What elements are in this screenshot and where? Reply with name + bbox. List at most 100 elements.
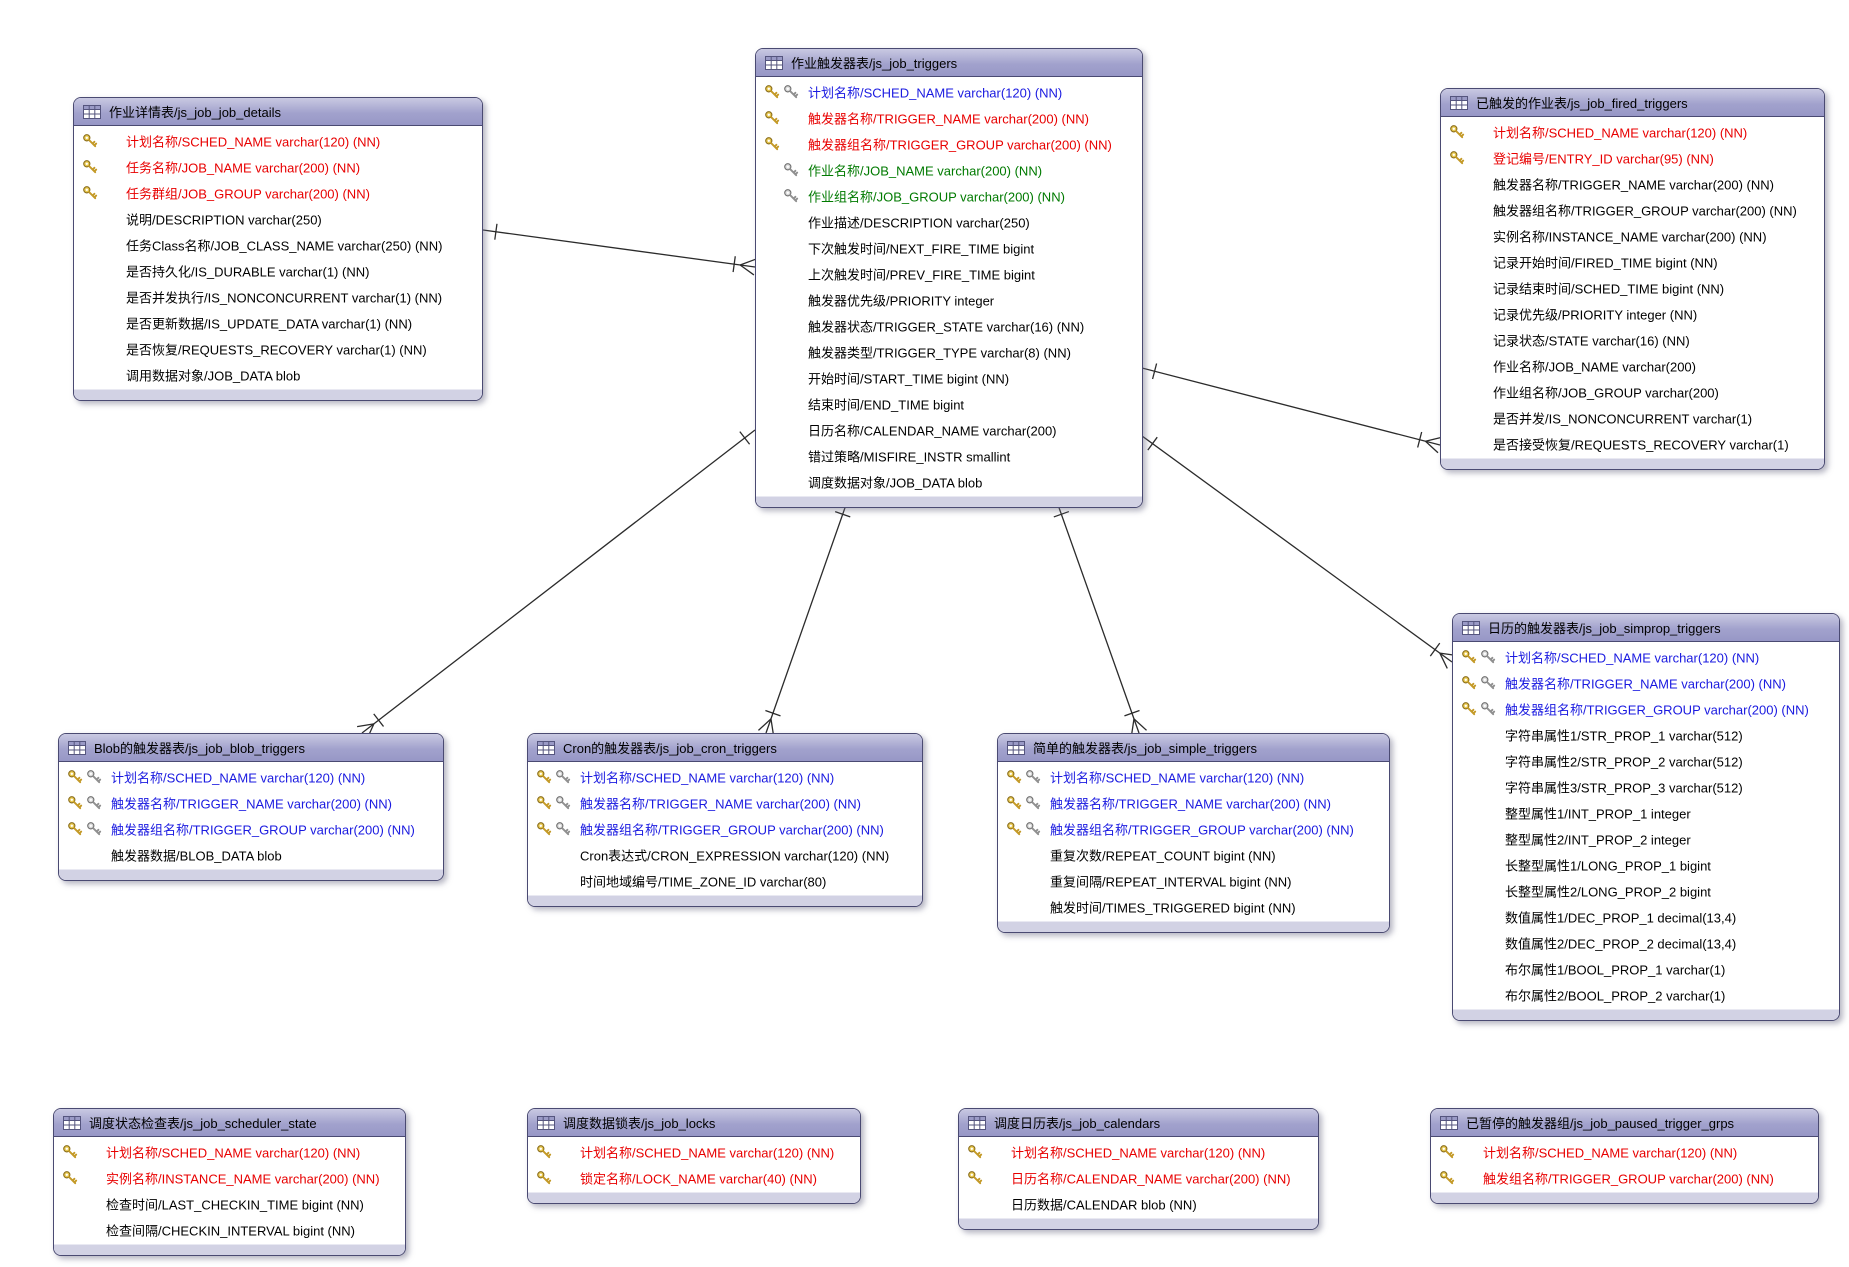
column-row[interactable]: 上次触发时间/PREV_FIRE_TIME bigint: [756, 261, 1142, 287]
column-row[interactable]: 日历名称/CALENDAR_NAME varchar(200) (NN): [959, 1165, 1318, 1191]
column-row[interactable]: 检查时间/LAST_CHECKIN_TIME bigint (NN): [54, 1191, 405, 1217]
column-row[interactable]: 计划名称/SCHED_NAME varchar(120) (NN): [54, 1139, 405, 1165]
column-row[interactable]: 触发器组名称/TRIGGER_GROUP varchar(200) (NN): [1453, 696, 1839, 722]
column-row[interactable]: 计划名称/SCHED_NAME varchar(120) (NN): [959, 1139, 1318, 1165]
column-row[interactable]: 触发器组名称/TRIGGER_GROUP varchar(200) (NN): [59, 816, 443, 842]
column-row[interactable]: 长整型属性2/LONG_PROP_2 bigint: [1453, 878, 1839, 904]
table-header[interactable]: 作业详情表/js_job_job_details: [74, 98, 482, 126]
column-row[interactable]: 触发器组名称/TRIGGER_GROUP varchar(200) (NN): [756, 131, 1142, 157]
column-row[interactable]: 整型属性1/INT_PROP_1 integer: [1453, 800, 1839, 826]
column-row[interactable]: 重复次数/REPEAT_COUNT bigint (NN): [998, 842, 1389, 868]
relationship-triggers-to-blob_triggers[interactable]: [357, 429, 756, 740]
column-row[interactable]: 字符串属性1/STR_PROP_1 varchar(512): [1453, 722, 1839, 748]
column-row[interactable]: 错过策略/MISFIRE_INSTR smallint: [756, 443, 1142, 469]
relationship-job_details-to-triggers[interactable]: [482, 223, 757, 276]
column-row[interactable]: 字符串属性2/STR_PROP_2 varchar(512): [1453, 748, 1839, 774]
column-row[interactable]: 触发器名称/TRIGGER_NAME varchar(200) (NN): [756, 105, 1142, 131]
relationship-triggers-to-cron_triggers[interactable]: [758, 501, 851, 736]
column-row[interactable]: Cron表达式/CRON_EXPRESSION varchar(120) (NN…: [528, 842, 922, 868]
table-header[interactable]: 作业触发器表/js_job_triggers: [756, 49, 1142, 77]
table-header[interactable]: 日历的触发器表/js_job_simprop_triggers: [1453, 614, 1839, 642]
column-row[interactable]: 触发时间/TIMES_TRIGGERED bigint (NN): [998, 894, 1389, 920]
column-row[interactable]: 触发器名称/TRIGGER_NAME varchar(200) (NN): [998, 790, 1389, 816]
column-row[interactable]: 计划名称/SCHED_NAME varchar(120) (NN): [1441, 119, 1824, 145]
column-row[interactable]: 任务名称/JOB_NAME varchar(200) (NN): [74, 154, 482, 180]
column-row[interactable]: 实例名称/INSTANCE_NAME varchar(200) (NN): [1441, 223, 1824, 249]
column-row[interactable]: 计划名称/SCHED_NAME varchar(120) (NN): [59, 764, 443, 790]
column-row[interactable]: 触发组名称/TRIGGER_GROUP varchar(200) (NN): [1431, 1165, 1818, 1191]
column-row[interactable]: 计划名称/SCHED_NAME varchar(120) (NN): [1431, 1139, 1818, 1165]
column-row[interactable]: 是否并发执行/IS_NONCONCURRENT varchar(1) (NN): [74, 284, 482, 310]
column-row[interactable]: 任务Class名称/JOB_CLASS_NAME varchar(250) (N…: [74, 232, 482, 258]
column-row[interactable]: 检查间隔/CHECKIN_INTERVAL bigint (NN): [54, 1217, 405, 1243]
column-row[interactable]: 触发器名称/TRIGGER_NAME varchar(200) (NN): [1453, 670, 1839, 696]
column-row[interactable]: 作业组名称/JOB_GROUP varchar(200) (NN): [756, 183, 1142, 209]
column-row[interactable]: 触发器名称/TRIGGER_NAME varchar(200) (NN): [528, 790, 922, 816]
column-row[interactable]: 是否持久化/IS_DURABLE varchar(1) (NN): [74, 258, 482, 284]
column-row[interactable]: 是否接受恢复/REQUESTS_RECOVERY varchar(1): [1441, 431, 1824, 457]
column-row[interactable]: 触发器类型/TRIGGER_TYPE varchar(8) (NN): [756, 339, 1142, 365]
table-header[interactable]: 已触发的作业表/js_job_fired_triggers: [1441, 89, 1824, 117]
column-row[interactable]: 触发器优先级/PRIORITY integer: [756, 287, 1142, 313]
column-row[interactable]: 触发器数据/BLOB_DATA blob: [59, 842, 443, 868]
column-row[interactable]: 计划名称/SCHED_NAME varchar(120) (NN): [998, 764, 1389, 790]
column-row[interactable]: 触发器名称/TRIGGER_NAME varchar(200) (NN): [59, 790, 443, 816]
column-row[interactable]: 重复间隔/REPEAT_INTERVAL bigint (NN): [998, 868, 1389, 894]
column-row[interactable]: 计划名称/SCHED_NAME varchar(120) (NN): [756, 79, 1142, 105]
column-row[interactable]: 触发器组名称/TRIGGER_GROUP varchar(200) (NN): [1441, 197, 1824, 223]
column-row[interactable]: 布尔属性2/BOOL_PROP_2 varchar(1): [1453, 982, 1839, 1008]
column-row[interactable]: 整型属性2/INT_PROP_2 integer: [1453, 826, 1839, 852]
column-row[interactable]: 记录开始时间/FIRED_TIME bigint (NN): [1441, 249, 1824, 275]
column-row[interactable]: 记录状态/STATE varchar(16) (NN): [1441, 327, 1824, 353]
column-row[interactable]: 登记编号/ENTRY_ID varchar(95) (NN): [1441, 145, 1824, 171]
relationship-triggers-to-simprop_triggers[interactable]: [1141, 435, 1457, 669]
column-row[interactable]: 数值属性2/DEC_PROP_2 decimal(13,4): [1453, 930, 1839, 956]
column-row[interactable]: 调用数据对象/JOB_DATA blob: [74, 362, 482, 388]
table-header[interactable]: Blob的触发器表/js_job_blob_triggers: [59, 734, 443, 762]
column-row[interactable]: 实例名称/INSTANCE_NAME varchar(200) (NN): [54, 1165, 405, 1191]
column-row[interactable]: 日历数据/CALENDAR blob (NN): [959, 1191, 1318, 1217]
table-header[interactable]: 调度状态检查表/js_job_scheduler_state: [54, 1109, 405, 1137]
column-row[interactable]: 计划名称/SCHED_NAME varchar(120) (NN): [528, 1139, 860, 1165]
column-row[interactable]: 是否恢复/REQUESTS_RECOVERY varchar(1) (NN): [74, 336, 482, 362]
column-row[interactable]: 字符串属性3/STR_PROP_3 varchar(512): [1453, 774, 1839, 800]
column-row[interactable]: 数值属性1/DEC_PROP_1 decimal(13,4): [1453, 904, 1839, 930]
column-row[interactable]: 说明/DESCRIPTION varchar(250): [74, 206, 482, 232]
column-row[interactable]: 触发器组名称/TRIGGER_GROUP varchar(200) (NN): [528, 816, 922, 842]
column-row[interactable]: 任务群组/JOB_GROUP varchar(200) (NN): [74, 180, 482, 206]
table-header[interactable]: 调度日历表/js_job_calendars: [959, 1109, 1318, 1137]
column-row[interactable]: 记录优先级/PRIORITY integer (NN): [1441, 301, 1824, 327]
relationship-triggers-to-fired_triggers[interactable]: [1141, 363, 1443, 454]
column-row[interactable]: 下次触发时间/NEXT_FIRE_TIME bigint: [756, 235, 1142, 261]
column-row[interactable]: 长整型属性1/LONG_PROP_1 bigint: [1453, 852, 1839, 878]
column-row[interactable]: 锁定名称/LOCK_NAME varchar(40) (NN): [528, 1165, 860, 1191]
column-row[interactable]: 布尔属性1/BOOL_PROP_1 varchar(1): [1453, 956, 1839, 982]
column-row[interactable]: 是否更新数据/IS_UPDATE_DATA varchar(1) (NN): [74, 310, 482, 336]
column-row[interactable]: 时间地域编号/TIME_ZONE_ID varchar(80): [528, 868, 922, 894]
column-row[interactable]: 计划名称/SCHED_NAME varchar(120) (NN): [74, 128, 482, 154]
column-row[interactable]: 记录结束时间/SCHED_TIME bigint (NN): [1441, 275, 1824, 301]
table-header[interactable]: 调度数据锁表/js_job_locks: [528, 1109, 860, 1137]
column-row[interactable]: 调度数据对象/JOB_DATA blob: [756, 469, 1142, 495]
column-row[interactable]: 触发器状态/TRIGGER_STATE varchar(16) (NN): [756, 313, 1142, 339]
column-row[interactable]: 开始时间/START_TIME bigint (NN): [756, 365, 1142, 391]
relationship-triggers-to-simple_triggers[interactable]: [1053, 501, 1147, 736]
column-row[interactable]: 作业名称/JOB_NAME varchar(200) (NN): [756, 157, 1142, 183]
column-row[interactable]: 是否并发/IS_NONCONCURRENT varchar(1): [1441, 405, 1824, 431]
column-row[interactable]: 作业名称/JOB_NAME varchar(200): [1441, 353, 1824, 379]
column-row[interactable]: 计划名称/SCHED_NAME varchar(120) (NN): [1453, 644, 1839, 670]
column-row[interactable]: 触发器名称/TRIGGER_NAME varchar(200) (NN): [1441, 171, 1824, 197]
column-row[interactable]: 作业组名称/JOB_GROUP varchar(200): [1441, 379, 1824, 405]
table-header[interactable]: 已暂停的触发器组/js_job_paused_trigger_grps: [1431, 1109, 1818, 1137]
